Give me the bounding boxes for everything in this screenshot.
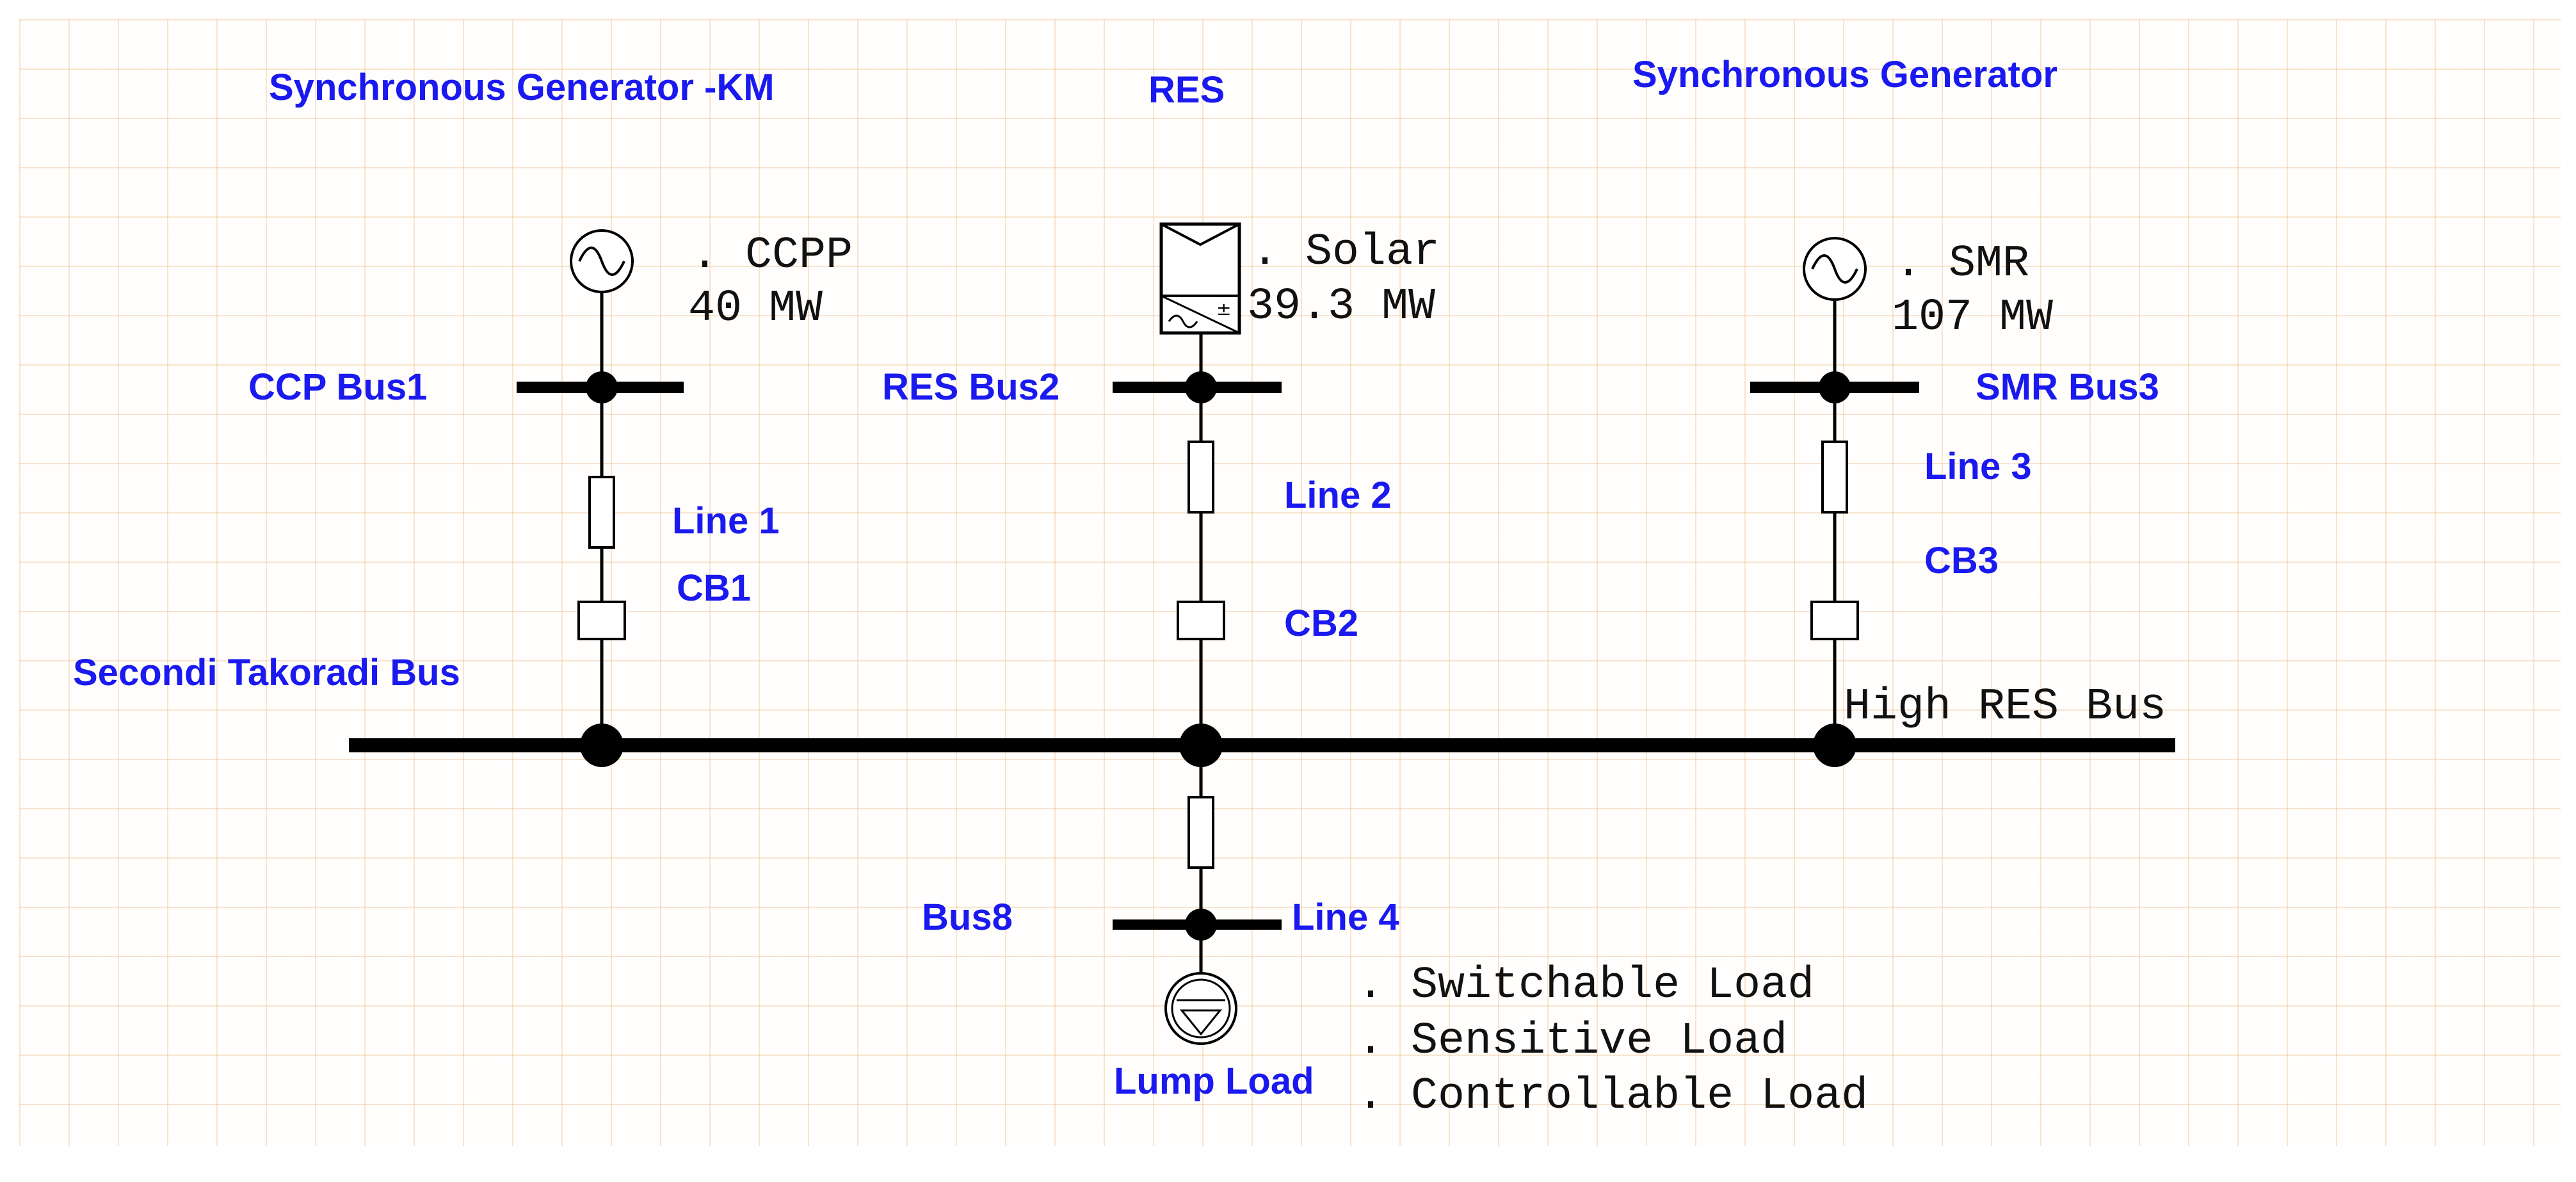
smr-rating: 107 MW (1892, 293, 2054, 343)
group-title-middle: RES (1148, 69, 1225, 111)
node-main-3 (1813, 724, 1856, 767)
line3-label: Line 3 (1924, 446, 2032, 487)
group-title-right: Synchronous Generator (1632, 54, 2057, 95)
node-main-2 (1179, 724, 1223, 767)
main-bus-right-label: High RES Bus (1844, 682, 2167, 733)
cb2-label: CB2 (1284, 603, 1359, 644)
load-type-1: . Switchable Load (1357, 960, 1815, 1011)
line4-label: Line 4 (1292, 896, 1399, 938)
line-2-element (1187, 441, 1214, 514)
line-4-element (1187, 796, 1214, 869)
node-main-1 (580, 724, 624, 767)
lump-load-label: Lump Load (1114, 1060, 1314, 1102)
bus3-label: SMR Bus3 (1976, 366, 2159, 408)
bus1-label: CCP Bus1 (248, 366, 428, 408)
group-title-left: Synchronous Generator -KM (269, 67, 775, 108)
line-3-element (1821, 441, 1848, 514)
node-bus1 (586, 371, 618, 403)
line1-label: Line 1 (672, 500, 780, 542)
ccpp-generator-icon (570, 229, 634, 293)
bus2-label: RES Bus2 (882, 366, 1060, 408)
solar-name: . Solar (1252, 227, 1440, 278)
bus8-label: Bus8 (922, 896, 1013, 938)
ccpp-rating: 40 MW (688, 284, 823, 334)
cb3-label: CB3 (1924, 540, 1999, 581)
grid-background (19, 19, 2561, 1146)
cb2-breaker (1177, 601, 1225, 640)
load-type-2: . Sensitive Load (1357, 1016, 1788, 1067)
smr-generator-icon (1803, 237, 1867, 301)
line2-label: Line 2 (1284, 474, 1392, 516)
load-type-3: . Controllable Load (1357, 1071, 1869, 1122)
node-bus8 (1185, 909, 1217, 941)
cb1-breaker (577, 601, 626, 640)
cb1-label: CB1 (677, 567, 752, 609)
solar-pv-icon: ± (1159, 222, 1241, 335)
svg-text:±: ± (1216, 298, 1231, 320)
lump-load-icon (1164, 972, 1237, 1045)
main-bus-left-label: Secondi Takoradi Bus (73, 652, 460, 693)
line-1-element (588, 476, 615, 549)
node-bus3 (1819, 371, 1851, 403)
cb3-breaker (1810, 601, 1859, 640)
ccpp-name: . CCPP (691, 231, 853, 281)
solar-rating: 39.3 MW (1247, 282, 1436, 332)
node-bus2 (1185, 371, 1217, 403)
smr-name: . SMR (1895, 239, 2030, 289)
